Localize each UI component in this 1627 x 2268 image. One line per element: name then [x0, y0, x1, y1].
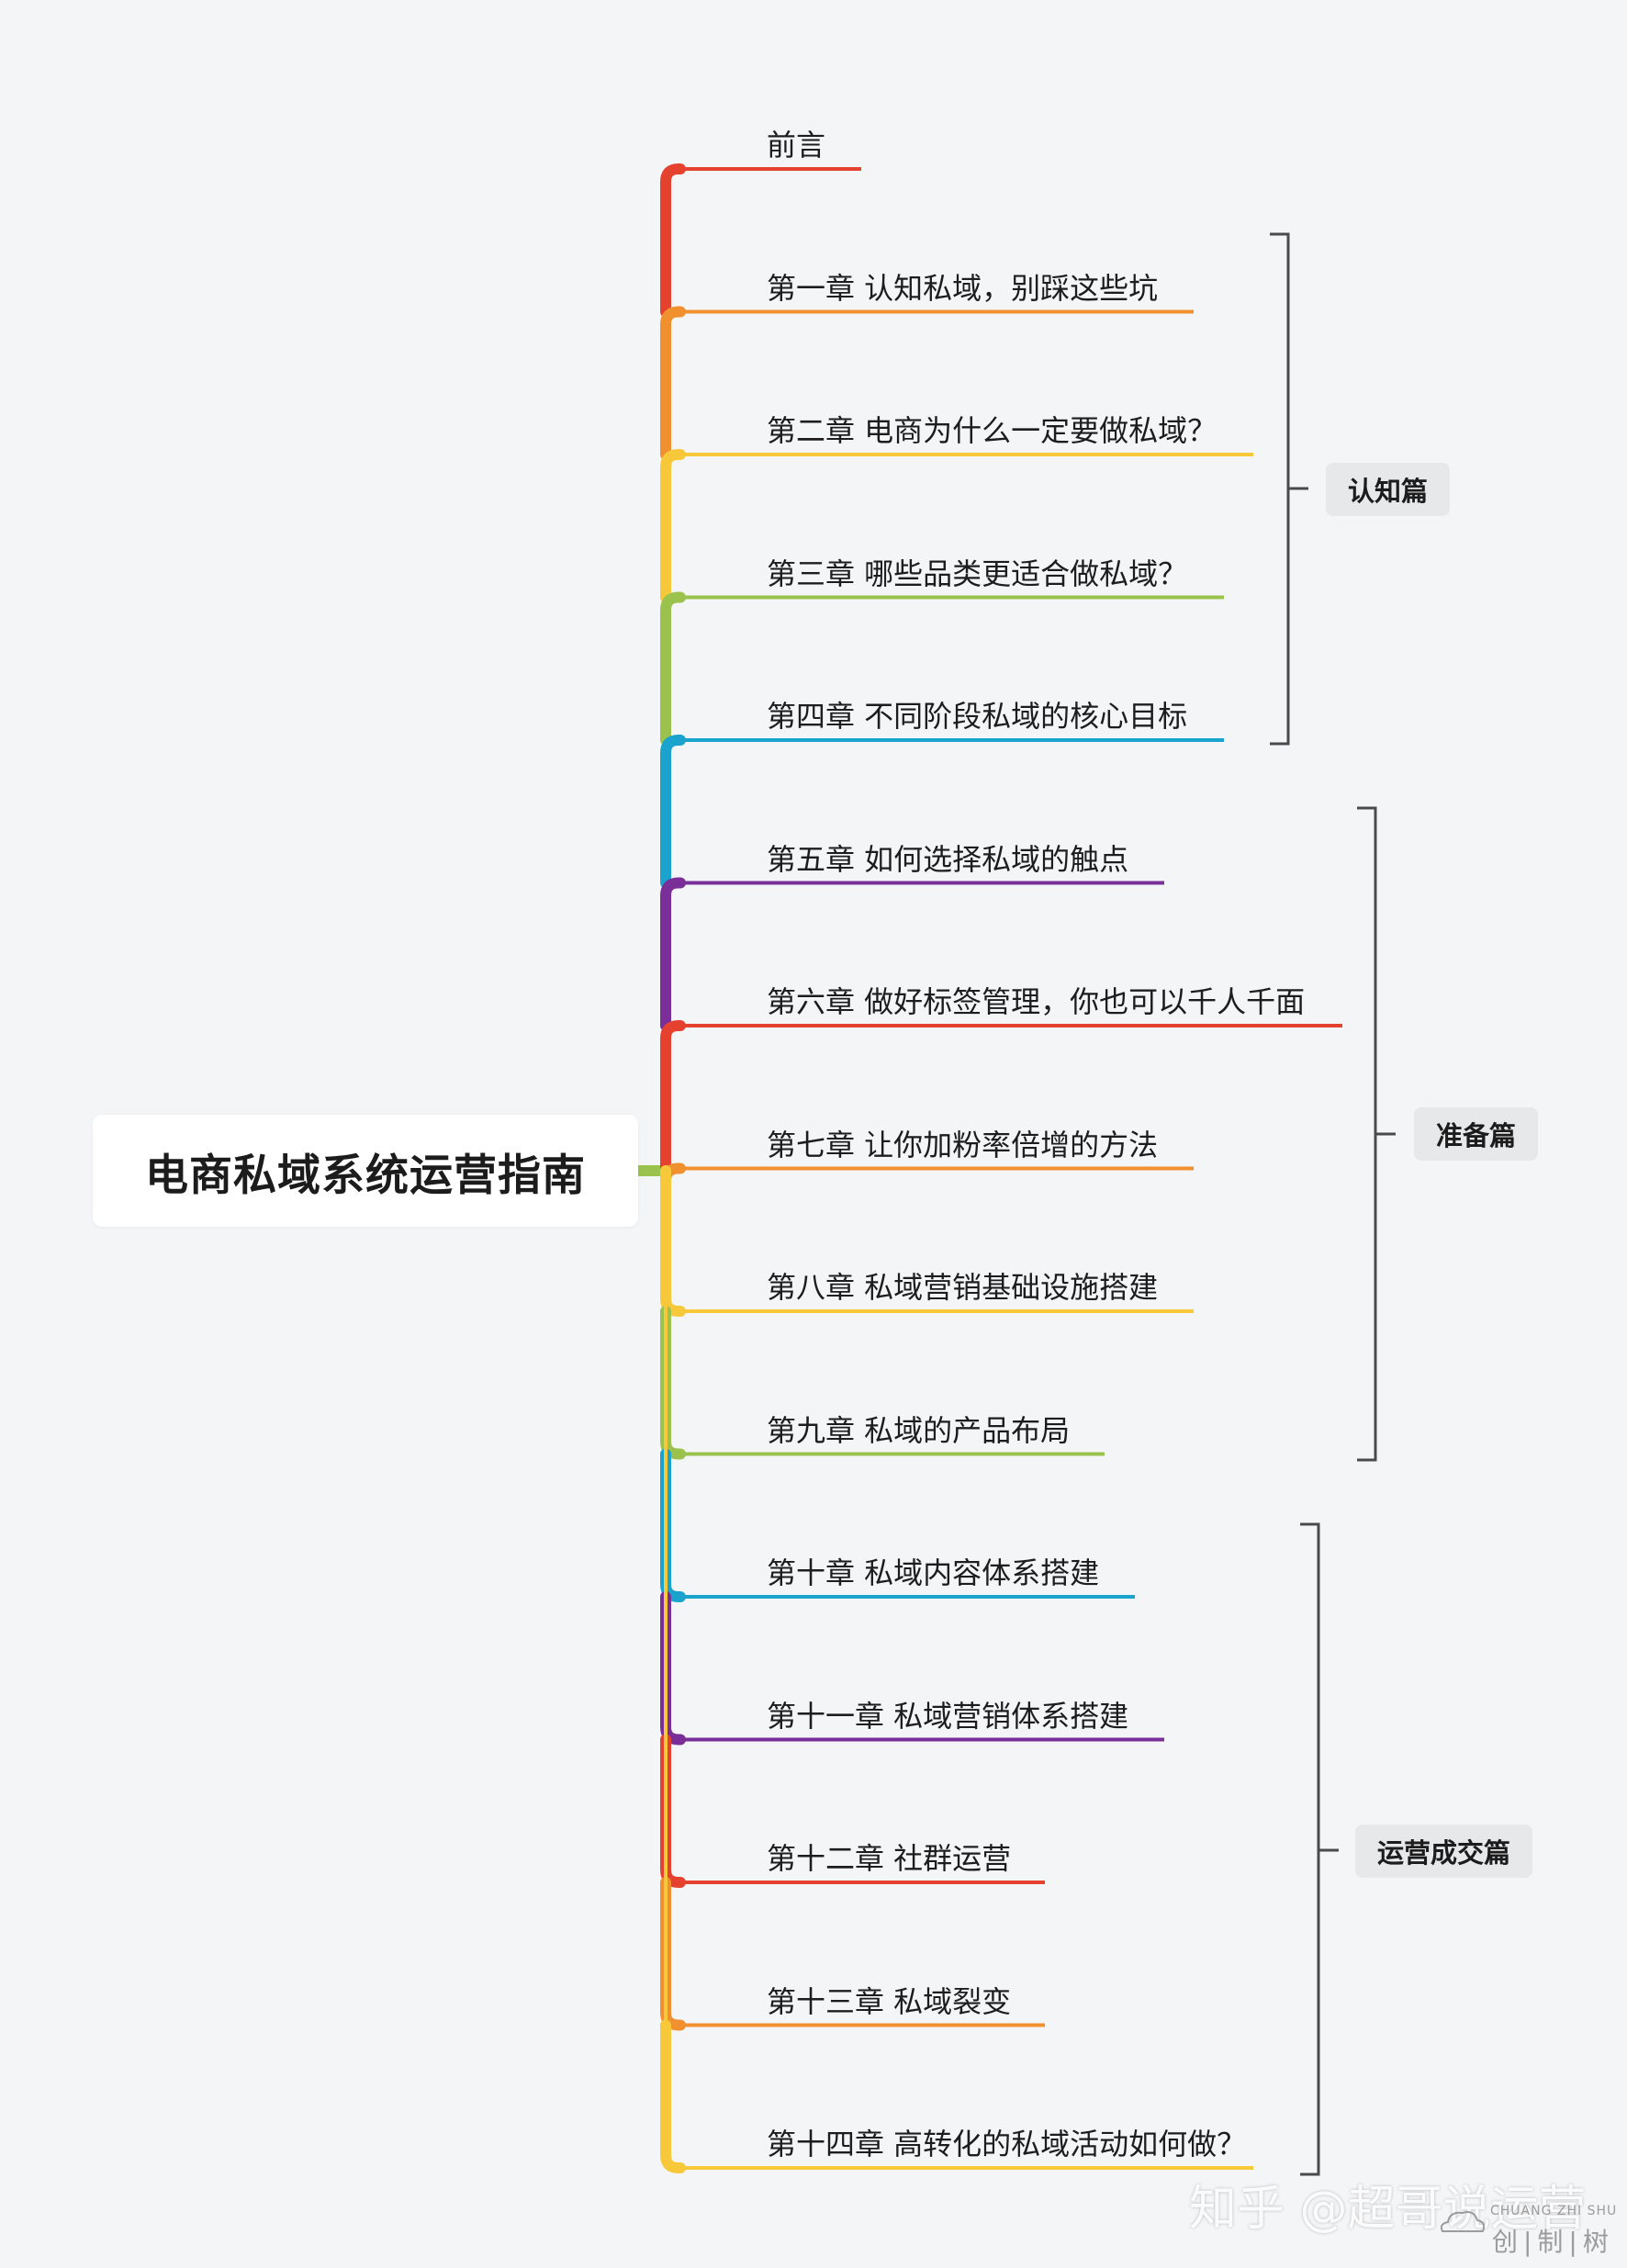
- group-tag-preparation[interactable]: 准备篇: [1414, 1107, 1539, 1161]
- chapter-node-6[interactable]: 第六章 做好标签管理，你也可以千人千面: [767, 984, 1306, 1019]
- cloud-logo-icon: [1440, 2211, 1486, 2232]
- trunk-segment-11: [660, 1591, 686, 1746]
- trunk-segment-0: [660, 163, 686, 318]
- trunk-segment-2: [660, 449, 686, 603]
- chapter-node-1[interactable]: 第一章 认知私域，别踩这些坑: [767, 270, 1159, 306]
- trunk-segment-12: [660, 1734, 686, 1888]
- chapter-node-7[interactable]: 第七章 让你加粉率倍增的方法: [767, 1127, 1159, 1162]
- trunk-segment-8: [660, 1165, 686, 1317]
- logo-chars: 创|制|树: [1492, 2227, 1614, 2257]
- chapter-node-10[interactable]: 第十章 私域内容体系搭建: [767, 1555, 1100, 1590]
- trunk-segment-3: [660, 591, 686, 746]
- trunk-segment-10: [660, 1448, 686, 1602]
- trunk-segment-5: [660, 877, 686, 1031]
- trunk-segment-1: [660, 306, 686, 460]
- root-topic[interactable]: 电商私域系统运营指南: [93, 1115, 638, 1227]
- zhihu-watermark: 知乎 @超哥说运营: [1189, 2182, 1587, 2237]
- trunk-segment-14: [660, 2019, 686, 2173]
- chapter-node-5[interactable]: 第五章 如何选择私域的触点: [767, 841, 1129, 877]
- bracket-operation: [1300, 1522, 1339, 2176]
- branch-lines: [638, 163, 1342, 2173]
- chapter-node-9[interactable]: 第九章 私域的产品布局: [767, 1412, 1071, 1448]
- branch-line-10: [664, 1171, 1135, 1599]
- bracket-cognition: [1270, 232, 1308, 746]
- trunk-segment-13: [660, 1877, 686, 2031]
- branch-line-4: [664, 738, 1224, 1171]
- chapter-node-8[interactable]: 第八章 私域营销基础设施搭建: [767, 1270, 1159, 1305]
- trunk-segment-4: [660, 735, 686, 889]
- logo-text: CHUANG ZHI SHU: [1490, 2204, 1618, 2218]
- chapter-node-4[interactable]: 第四章 不同阶段私域的核心目标: [767, 699, 1188, 734]
- group-brackets: [1270, 232, 1396, 2176]
- branch-line-7: [664, 1166, 1194, 1182]
- chapter-node-11[interactable]: 第十一章 私域营销体系搭建: [767, 1698, 1129, 1734]
- chapter-node-13[interactable]: 第十三章 私域裂变: [767, 1983, 1012, 2019]
- chapter-node-14[interactable]: 第十四章 高转化的私域活动如何做？: [767, 2127, 1247, 2161]
- trunk-segment-6: [660, 1020, 686, 1174]
- bracket-preparation: [1357, 806, 1396, 1462]
- chapter-node-3[interactable]: 第三章 哪些品类更适合做私域？: [767, 556, 1188, 591]
- chapter-node-0[interactable]: 前言: [767, 128, 826, 163]
- trunk-segment-9: [660, 1306, 686, 1460]
- group-tag-cognition[interactable]: 认知篇: [1326, 463, 1451, 516]
- chapter-node-2[interactable]: 第二章 电商为什么一定要做私域？: [767, 413, 1217, 448]
- brand-logo: CHUANG ZHI SHU 创|制|树: [1437, 2204, 1621, 2261]
- branch-line-0: [664, 167, 861, 1171]
- group-tag-operation[interactable]: 运营成交篇: [1355, 1825, 1533, 1878]
- chapter-node-12[interactable]: 第十二章 社群运营: [767, 1841, 1012, 1876]
